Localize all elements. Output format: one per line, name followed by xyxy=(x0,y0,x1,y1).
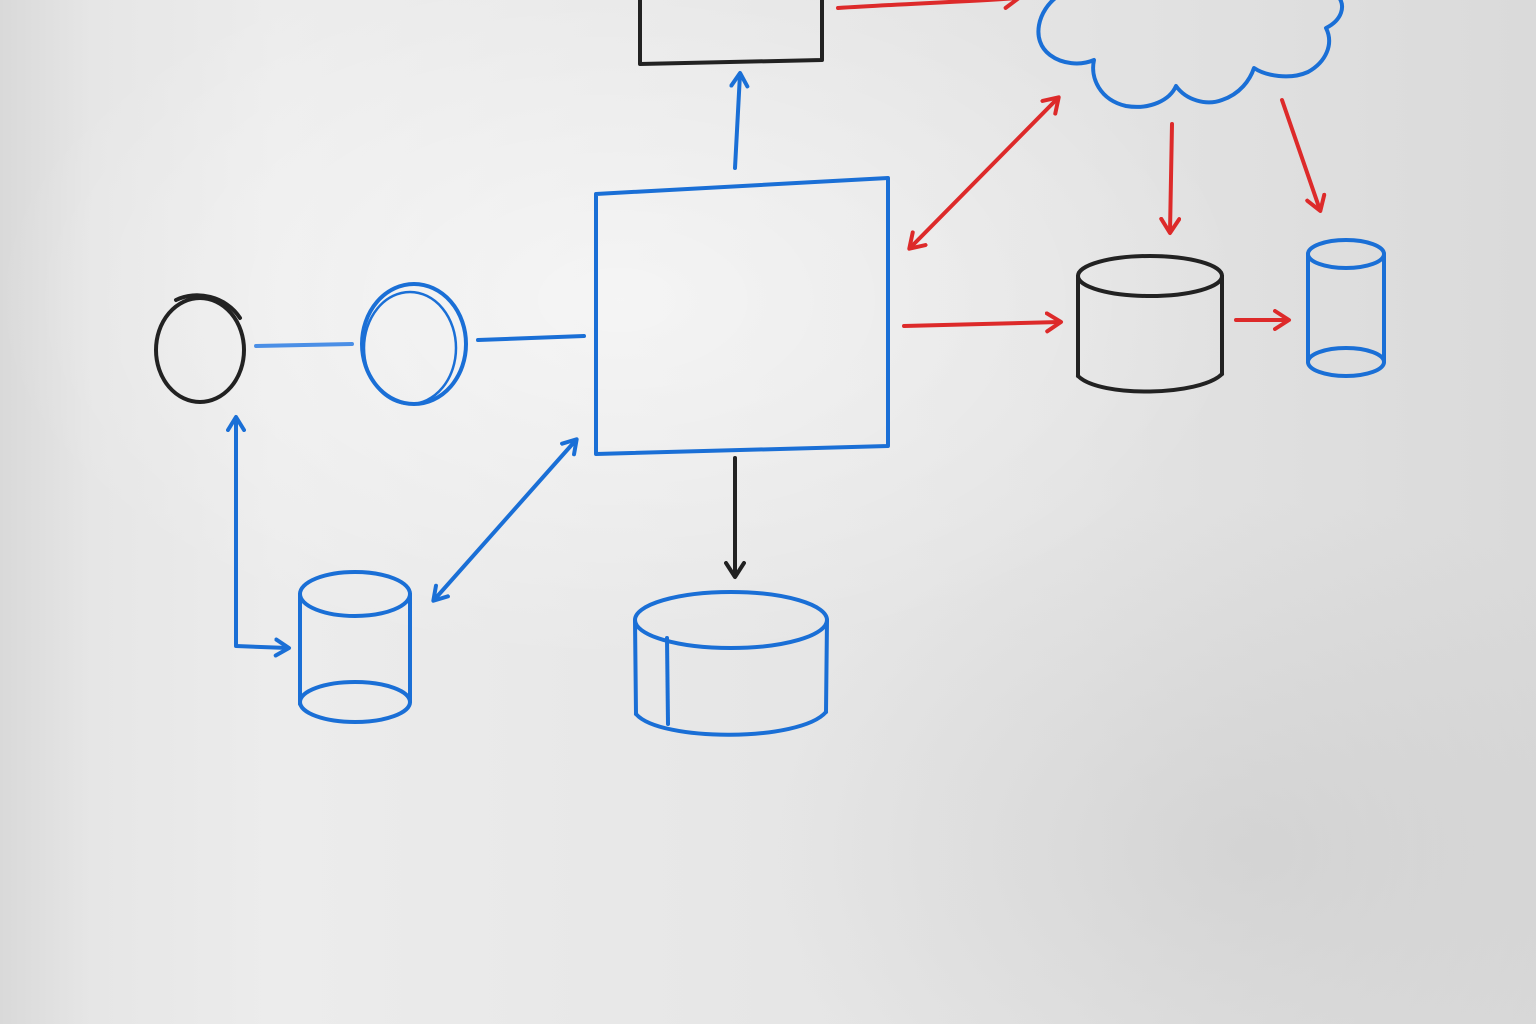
black-circle xyxy=(154,293,246,404)
cloud xyxy=(1036,0,1344,109)
top-box xyxy=(638,0,824,66)
line-blue-circle-to-centralbox xyxy=(476,334,586,342)
bottom-blue-cylinder xyxy=(633,590,829,737)
left-blue-cylinder xyxy=(298,570,412,724)
central-box xyxy=(594,176,890,456)
arrow-cloud-to-small-cylinder xyxy=(1280,98,1327,213)
arrow-centralbox-to-topbox xyxy=(729,71,750,170)
small-blue-cylinder xyxy=(1306,238,1386,378)
arrow-centralbox-cloud xyxy=(907,95,1061,251)
arrow-left-cylinder-black-circle xyxy=(226,415,291,658)
line-black-circle-to-blue-circle xyxy=(254,342,354,348)
blue-circle xyxy=(360,282,468,406)
arrow-centralbox-to-black-cylinder xyxy=(902,311,1063,334)
black-cylinder xyxy=(1076,254,1224,394)
arrow-cloud-to-black-cylinder xyxy=(1159,122,1182,235)
arrow-topbox-to-cloud xyxy=(836,0,1021,10)
arrow-centralbox-left-cylinder xyxy=(431,437,579,603)
